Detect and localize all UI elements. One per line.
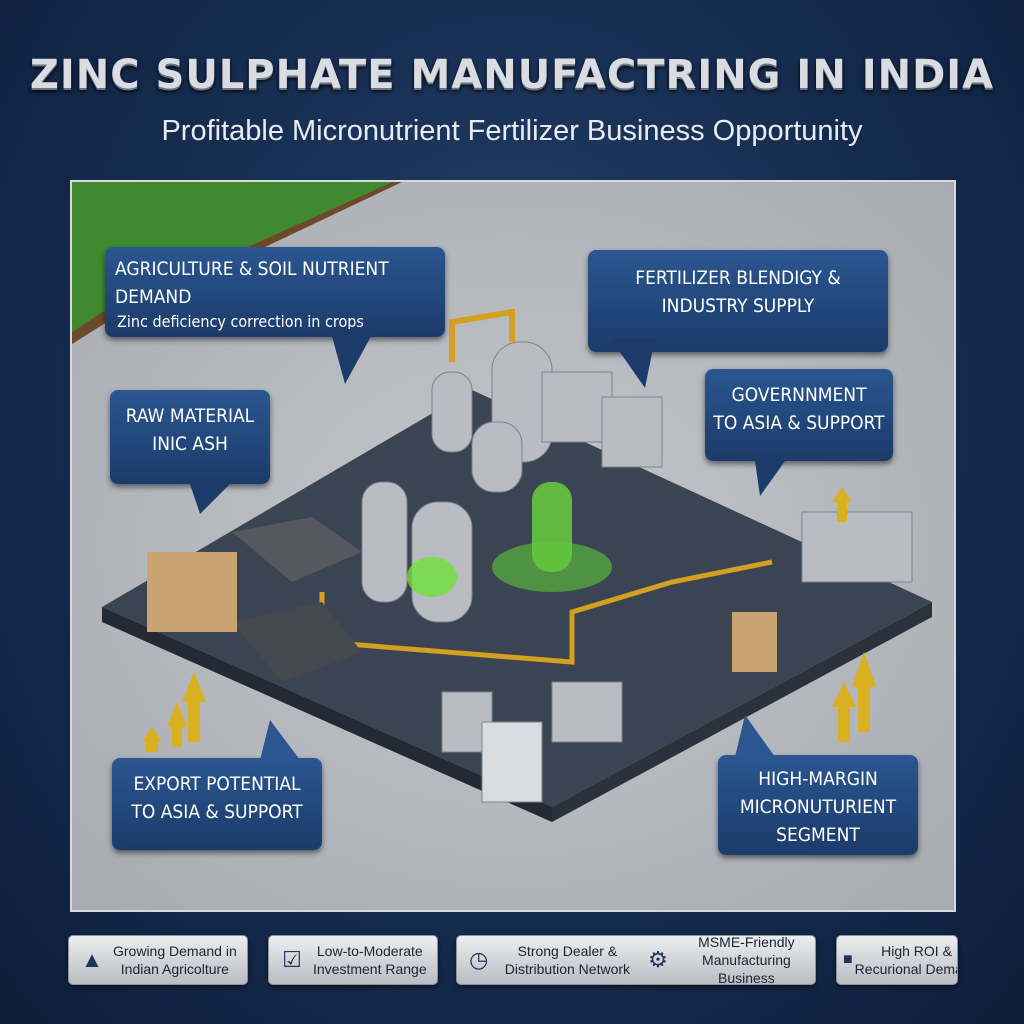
clipboard-check-icon: ☑ (282, 947, 302, 972)
callout-tail (610, 338, 655, 388)
callout-line: INIC ASH (152, 433, 228, 455)
callout-line: FERTILIZER BLENDIGY & (635, 267, 841, 289)
badge-text: Strong Dealer & (517, 943, 618, 959)
zinc-ash-pile (232, 517, 362, 582)
callout-tail (260, 720, 300, 760)
badge-high-roi: ■ High ROI & Recurional Demand (836, 935, 958, 985)
badge-text: Low-to-Moderate (316, 943, 423, 959)
shield-clock-icon: ◷ (469, 947, 489, 972)
callout-tail (735, 715, 775, 757)
callout-subtitle: Zinc deficiency correction in crops (117, 312, 364, 331)
callout-line: MICRONUTURIENT (739, 796, 897, 818)
callout-line: INDUSTRY SUPPLY (661, 295, 815, 317)
callout-export-potential: EXPORT POTENTIAL TO ASIA & SUPPORT (112, 758, 322, 850)
callout-line: GOVERNNMENT (731, 384, 867, 406)
callout-title: AGRICULTURE & SOIL NUTRIENT DEMAND (115, 258, 389, 308)
callout-agriculture-demand: AGRICULTURE & SOIL NUTRIENT DEMAND Zinc … (105, 247, 445, 337)
factory-illustration (72, 182, 932, 822)
callout-line: RAW MATERIAL (125, 405, 255, 427)
crop-field (72, 182, 392, 332)
callout-fertilizer-blending: FERTILIZER BLENDIGY & INDUSTRY SUPPLY (588, 250, 888, 352)
badge-text: High ROI & (881, 943, 952, 959)
factory-platform (102, 390, 932, 807)
growth-arrows (142, 487, 876, 752)
callout-government: GOVERNNMENT TO ASIA & SUPPORT (705, 369, 893, 461)
factory-icon: ⚙ (648, 947, 668, 972)
callout-tail (330, 329, 375, 384)
callout-line: SEGMENT (776, 824, 860, 846)
badge-growing-demand: ▲ Growing Demand in Indian Agricolture (68, 935, 248, 985)
callout-line: HIGH-MARGIN (758, 768, 878, 790)
badge-text: Growing Demand in (113, 943, 237, 959)
page-title: ZINC SULPHATE MANUFACTRING IN INDIA (29, 52, 995, 98)
callout-raw-material: RAW MATERIAL INIC ASH (110, 390, 270, 484)
badge-dealer-msme: ◷ Strong Dealer &Distribution Network ⚙ … (456, 934, 816, 986)
farmer-icon: ▲ (81, 947, 103, 972)
badge-text: Distribution Network (504, 961, 631, 977)
page-subtitle: Profitable Micronutrient Fertilizer Busi… (161, 115, 863, 147)
badge-text: MSME-Friendly (698, 934, 795, 950)
callout-line: TO ASIA & SUPPORT (131, 801, 303, 823)
fertilizer-bags (147, 552, 777, 672)
callout-high-margin: HIGH-MARGIN MICRONUTURIENT SEGMENT (718, 755, 918, 855)
callout-line: EXPORT POTENTIAL (133, 773, 301, 795)
feature-badges: ▲ Growing Demand in Indian Agricolture ☑ … (0, 934, 1024, 986)
badge-text: Recurional Demand (854, 961, 957, 977)
badge-text: Indian Agricolture (120, 961, 229, 977)
callout-tail (755, 461, 785, 496)
roi-icon: ■ (843, 951, 853, 968)
badge-text: Manufacturing Business (702, 952, 791, 986)
callout-tail (190, 484, 230, 514)
badge-text: Investment Range (313, 961, 427, 977)
callout-line: TO ASIA & SUPPORT (713, 412, 885, 434)
